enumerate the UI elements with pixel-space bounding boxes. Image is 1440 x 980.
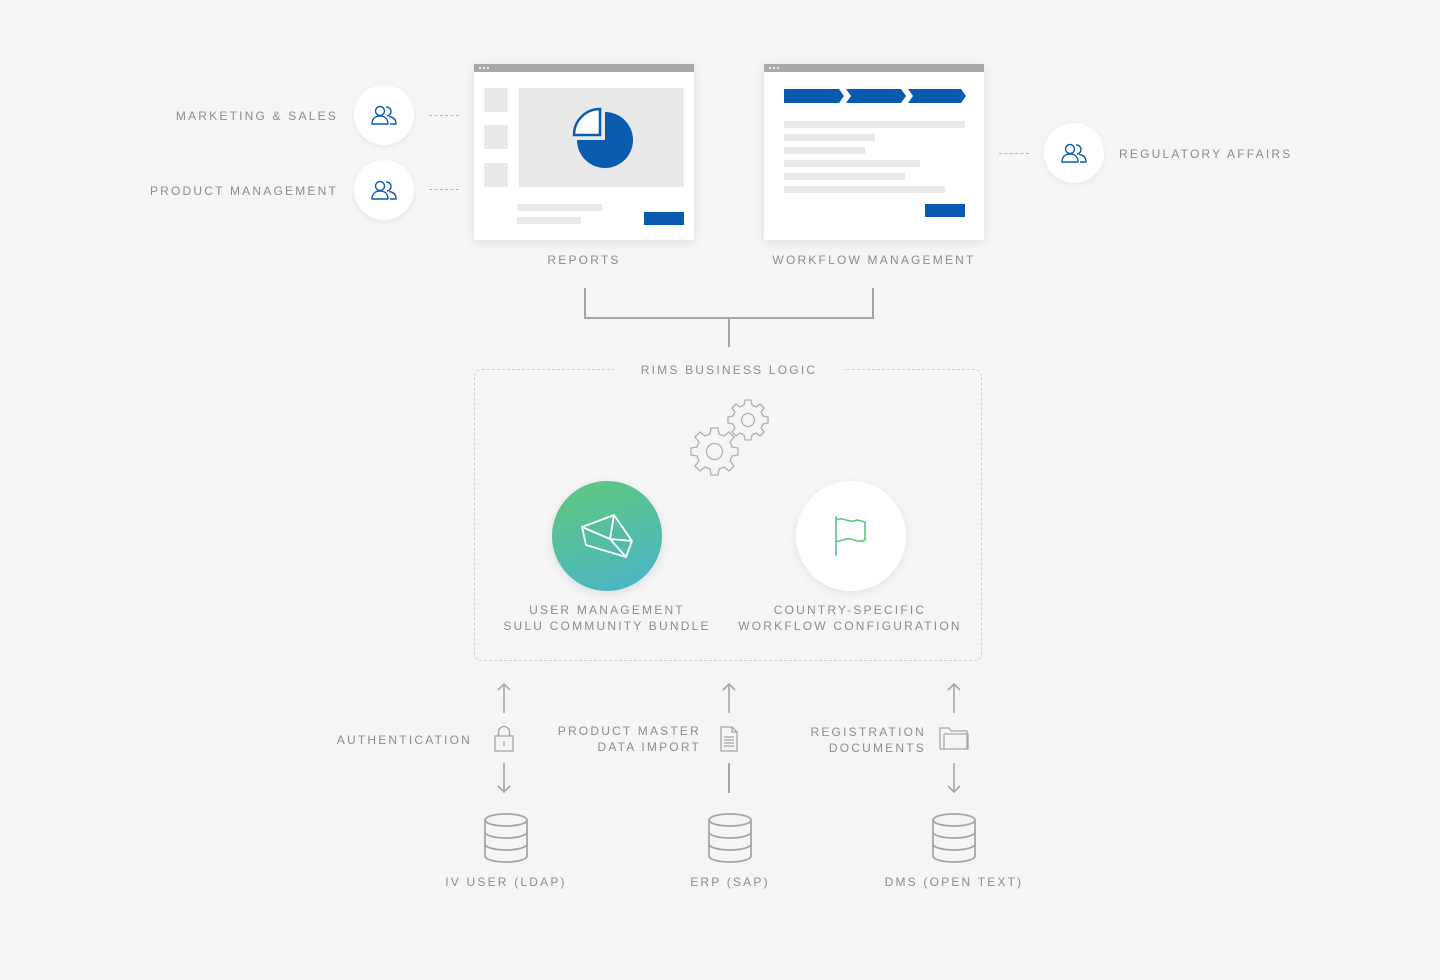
blue-button-shape	[644, 212, 684, 225]
connector-dash	[429, 189, 459, 190]
product-master-label-1: Product Master	[557, 724, 701, 738]
reports-window	[474, 64, 694, 240]
role-label-product-management: Product Management	[149, 184, 338, 198]
arrow-down-icon	[947, 763, 961, 794]
text-line	[784, 121, 965, 128]
database-icon	[484, 813, 528, 863]
text-line	[784, 160, 920, 167]
arrow-up-icon	[947, 682, 961, 713]
sidebar-thumb	[484, 163, 508, 187]
workflow-window	[764, 64, 984, 240]
arrow-up-icon	[722, 682, 736, 713]
text-line	[517, 204, 602, 211]
business-logic-title: RIMS Business Logic	[640, 363, 818, 377]
flag-icon	[835, 516, 866, 556]
sidebar-thumb	[484, 88, 508, 112]
window-titlebar	[474, 64, 694, 72]
gear-icon	[690, 399, 769, 476]
authentication-label: Authentication	[336, 733, 472, 747]
user-management-circle	[552, 481, 662, 591]
process-steps-icon	[784, 89, 966, 103]
folder-icon	[939, 727, 969, 750]
document-icon	[720, 726, 738, 752]
bracket-line	[872, 288, 874, 318]
database-icon	[932, 813, 976, 863]
product-master-label-2: Data Import	[597, 740, 701, 754]
text-line	[784, 173, 905, 180]
bracket-line	[584, 288, 586, 318]
connector-dash	[429, 115, 459, 116]
registration-label-2: Documents	[828, 741, 926, 755]
sidebar-thumb	[484, 125, 508, 149]
users-icon	[1061, 143, 1087, 163]
registration-label-1: Registration	[810, 725, 926, 739]
window-titlebar	[764, 64, 984, 72]
bracket-line	[728, 317, 730, 347]
text-line	[784, 134, 875, 141]
country-specific-circle	[796, 481, 906, 591]
arrow-up-icon	[497, 682, 511, 713]
users-icon	[371, 180, 397, 200]
pie-chart-icon	[572, 107, 633, 168]
chart-panel	[519, 88, 684, 187]
envelope-icon	[581, 514, 633, 558]
country-specific-label-1: Country-Specific	[773, 603, 927, 617]
erp-label: ERP (SAP)	[690, 875, 770, 889]
user-management-label-1: User Management	[529, 603, 685, 617]
text-line	[784, 147, 865, 154]
country-specific-label-2: Workflow Configuration	[738, 619, 962, 633]
text-line	[517, 217, 581, 224]
lock-icon	[494, 725, 514, 752]
role-circle-regulatory-affairs	[1044, 123, 1104, 183]
dms-label: DMS (Open Text)	[884, 875, 1024, 889]
workflow-management-label: Workflow Management	[772, 253, 976, 267]
role-label-marketing-sales: Marketing & Sales	[175, 109, 338, 123]
text-line	[784, 186, 945, 193]
iv-user-label: IV User (LDAP)	[445, 875, 567, 889]
role-circle-product-management	[354, 160, 414, 220]
arrow-down-icon	[497, 763, 511, 794]
role-circle-marketing-sales	[354, 85, 414, 145]
users-icon	[371, 105, 397, 125]
reports-label: Reports	[547, 253, 621, 267]
role-label-regulatory-affairs: Regulatory Affairs	[1119, 147, 1293, 161]
connector-dash	[999, 153, 1029, 154]
user-management-label-2: Sulu Community Bundle	[503, 619, 711, 633]
database-icon	[708, 813, 752, 863]
connector-line	[728, 763, 730, 793]
blue-button-shape	[925, 204, 965, 217]
